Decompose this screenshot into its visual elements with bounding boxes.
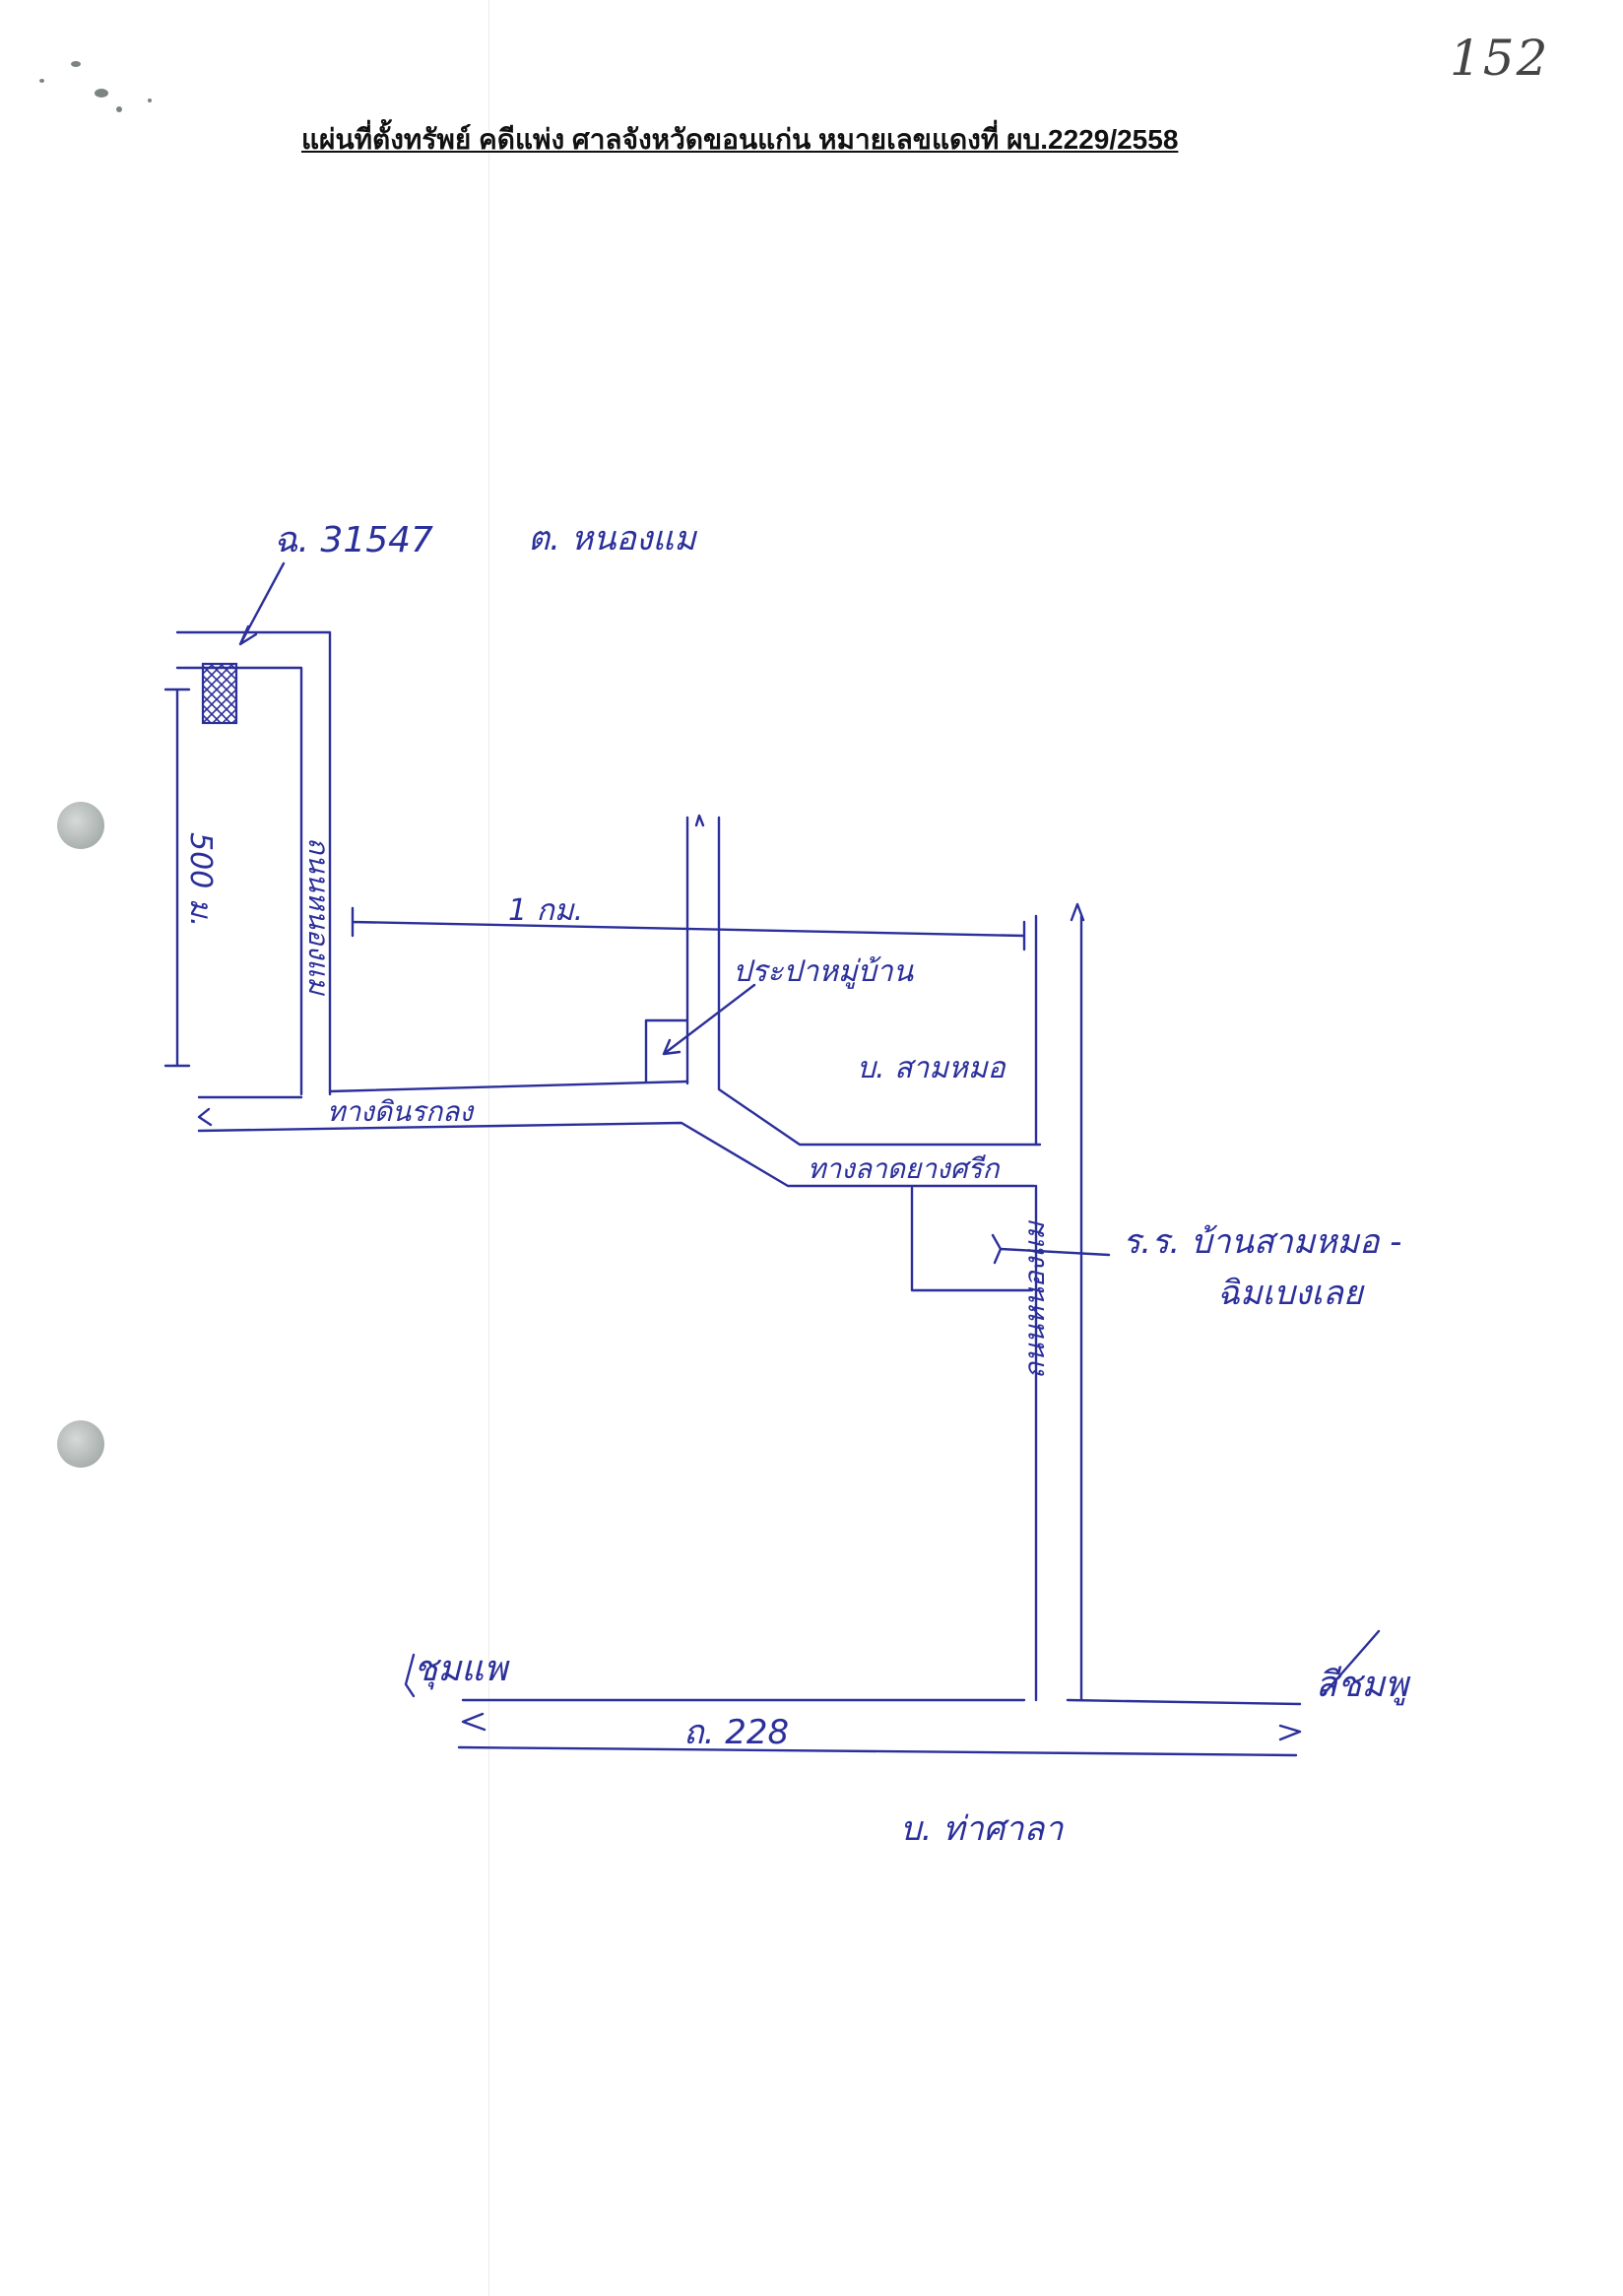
water-tank-box [644, 1018, 689, 1083]
east-destination-label: สีชมพู [1316, 1665, 1411, 1706]
flourish-mark [1322, 1629, 1381, 1696]
road-left-label: ถนนหนองแม [302, 837, 335, 996]
water-tank-label: ประปาหมู่บ้าน [733, 954, 915, 989]
parcel-number-label: ฉ. 31547 [274, 520, 433, 560]
road-right-label: ถนนหนองแม [1018, 1220, 1051, 1379]
punch-hole-top [57, 802, 104, 849]
page-title: แผ่นที่ตั้งทรัพย์ คดีแพ่ง ศาลจังหวัดขอนแ… [301, 124, 1179, 155]
flourish-mark [404, 1653, 416, 1698]
west-arrow-icon [461, 1712, 487, 1732]
village-upper-label: บ. สามหมอ [857, 1051, 1007, 1085]
road-center-right-edge [717, 816, 1042, 1147]
page-number: 152 [1450, 30, 1550, 87]
road-upper-top-edge [328, 1080, 689, 1093]
distance-horizontal-label: 1 กม. [508, 893, 583, 928]
scan-speck [116, 106, 122, 112]
highway-top-edge [1066, 1698, 1302, 1706]
paper-fold-line [488, 0, 489, 2296]
school-box [910, 1186, 1034, 1292]
north-arrow-icon [1070, 902, 1085, 922]
village-lower-label: บ. ท่าศาลา [900, 1809, 1064, 1849]
road-left-edge-outer [175, 630, 332, 1096]
west-arrow-icon [197, 1107, 213, 1127]
road-upper-bottom-edge [197, 1121, 1036, 1188]
highway-label: ถ. 228 [683, 1713, 789, 1752]
west-destination-label: ชุมแพ [414, 1649, 510, 1690]
school-label-line1: ร.ร. บ้านสามหมอ - [1123, 1222, 1401, 1262]
punch-hole-bottom [57, 1420, 104, 1468]
highway-bottom-edge [457, 1745, 1298, 1757]
scan-speck [148, 98, 152, 102]
school-label-line2: ฉิมเบงเลย [1217, 1274, 1365, 1313]
scan-speck [71, 61, 81, 67]
property-parcel-marker [201, 662, 238, 725]
water-tank-pointer [662, 983, 756, 1056]
distance-bracket-horizontal [351, 906, 1026, 951]
school-pointer [991, 1233, 1111, 1265]
road-middle-label: ทางลาดยางศรีก [808, 1152, 1002, 1185]
distance-vertical-label: 500 ม. [183, 832, 218, 927]
road-upper-label: ทางดินรกลง [327, 1095, 475, 1128]
east-arrow-icon [1278, 1724, 1302, 1741]
north-arrow-icon [694, 814, 705, 827]
distance-bracket-vertical [163, 688, 191, 1068]
scan-speck [95, 89, 108, 98]
parcel-owner-label: ต. หนองแม [528, 519, 697, 558]
parcel-pointer [238, 561, 286, 646]
scan-speck [39, 79, 44, 83]
